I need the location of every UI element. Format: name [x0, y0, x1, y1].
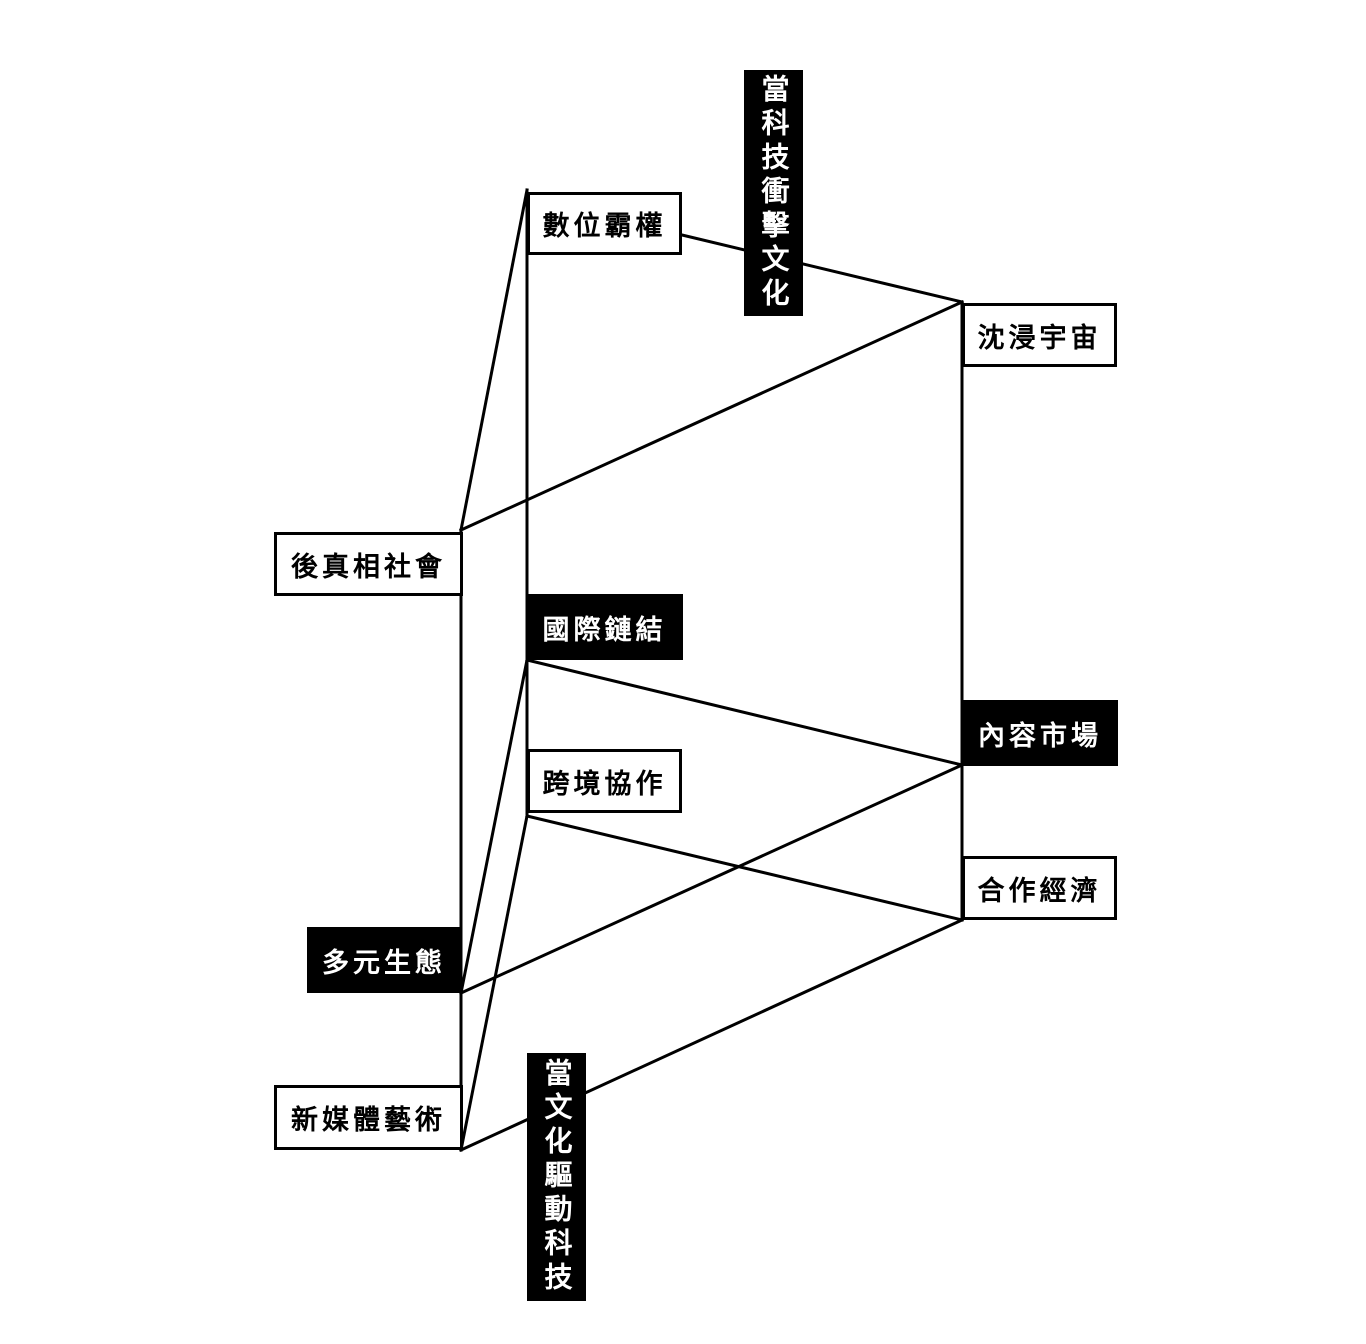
- node-cooperative-economy: 合作經濟: [962, 856, 1117, 920]
- node-post-truth-society: 後真相社會: [274, 532, 463, 596]
- label-tech-impacts-culture: 當科技衝擊文化: [744, 70, 803, 316]
- edge-cross-border-cooperative: [525, 814, 964, 922]
- node-diverse-ecology: 多元生態: [307, 927, 461, 993]
- edge-post-truth-digital-hegemony: [459, 188, 529, 532]
- node-immersive-universe: 沈浸宇宙: [962, 303, 1117, 367]
- node-digital-hegemony: 數位霸權: [527, 192, 682, 255]
- edge-post-truth-immersive: [459, 300, 964, 532]
- edge-diverse-international: [459, 658, 529, 995]
- node-content-market: 內容市場: [962, 700, 1118, 766]
- label-culture-drives-tech: 當文化驅動科技: [527, 1053, 586, 1301]
- edge-diverse-content-market: [459, 763, 964, 995]
- edge-digital-hegemony-immersive: [680, 233, 964, 304]
- node-new-media-art: 新媒體藝術: [274, 1085, 463, 1150]
- node-international-link: 國際鏈結: [526, 594, 683, 660]
- edge-international-content-market: [525, 658, 964, 767]
- node-cross-border-collaboration: 跨境協作: [527, 749, 682, 813]
- edge-new-media-cross-border: [459, 814, 529, 1152]
